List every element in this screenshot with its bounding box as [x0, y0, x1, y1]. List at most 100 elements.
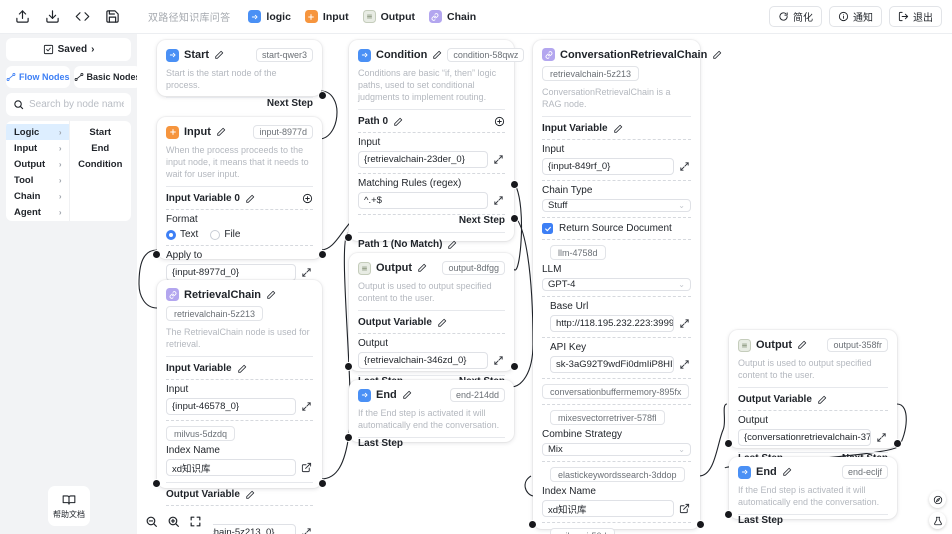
sidebar-category-chain[interactable]: Chain ›	[6, 188, 69, 204]
add-variable-icon[interactable]	[302, 193, 313, 204]
edit-pencil-icon[interactable]	[447, 240, 457, 250]
sidebar-node-condition[interactable]: Condition	[78, 158, 123, 170]
upload-icon[interactable]	[8, 5, 36, 29]
sidebar-category-output[interactable]: Output ›	[6, 156, 69, 172]
next-step-label[interactable]: Next Step	[266, 98, 313, 110]
last-step-label[interactable]: Last Step	[738, 515, 784, 527]
milvus-chip[interactable]: milvus-ir50d	[550, 528, 615, 534]
port-in[interactable]	[344, 233, 353, 242]
input-value-field[interactable]: {input-46578_0}	[166, 398, 296, 416]
format-radio-text[interactable]: Text	[166, 229, 198, 240]
sidebar-node-start[interactable]: Start	[89, 126, 112, 138]
edit-pencil-icon[interactable]	[417, 263, 427, 273]
memory-chip[interactable]: conversationbuffermemory-895fx	[542, 384, 690, 400]
base-url-input[interactable]: http://118.195.232.223:3999	[550, 315, 674, 333]
llm-select[interactable]: GPT-4 ⌄	[542, 278, 691, 292]
zoom-out-icon[interactable]	[144, 514, 159, 529]
expand-icon[interactable]	[301, 267, 313, 278]
open-external-icon[interactable]	[301, 462, 313, 473]
edit-pencil-icon[interactable]	[432, 50, 442, 60]
exit-button[interactable]: 退出	[889, 6, 942, 27]
node-output-right[interactable]: Output output-358fr Output is used to ou…	[724, 330, 902, 464]
edit-pencil-icon[interactable]	[712, 50, 722, 60]
output-value-field[interactable]: {retrievalchain-346zd_0}	[358, 352, 488, 370]
sidebar-category-tool[interactable]: Tool ›	[6, 172, 69, 188]
last-step-label[interactable]: Last Step	[358, 438, 404, 450]
open-external-icon[interactable]	[679, 503, 691, 514]
expand-icon[interactable]	[679, 161, 691, 172]
port-in[interactable]	[724, 439, 733, 448]
format-radio-file[interactable]: File	[210, 229, 240, 240]
tab-flow-nodes[interactable]: Flow Nodes	[6, 66, 70, 88]
chain-type-select[interactable]: Stuff ⌄	[542, 199, 691, 213]
notification-button[interactable]: 通知	[829, 6, 882, 27]
matching-rules-input[interactable]: ^.+$	[358, 192, 488, 210]
edit-pencil-icon[interactable]	[402, 390, 412, 400]
edit-pencil-icon[interactable]	[266, 290, 276, 300]
port-out[interactable]	[318, 250, 327, 259]
tab-basic-nodes[interactable]: Basic Nodes	[73, 66, 141, 88]
es-index-name-input[interactable]: xd知识库	[542, 500, 674, 518]
port-in[interactable]	[528, 520, 537, 529]
node-end-right[interactable]: End end-ecljf If the End step is activat…	[724, 457, 897, 526]
saved-status-button[interactable]: Saved ›	[6, 38, 131, 61]
sidebar-node-end[interactable]: End	[91, 142, 110, 154]
vectorstore-chip[interactable]: milvus-5dzdq	[166, 426, 236, 442]
apply-to-input[interactable]: {input-8977d_0}	[166, 264, 296, 282]
output-value-field[interactable]: {conversationretrievalchain-379	[738, 429, 871, 447]
node-output-middle[interactable]: Output output-8dfgg Output is used to ou…	[344, 253, 519, 387]
download-icon[interactable]	[38, 5, 66, 29]
simplify-button[interactable]: 简化	[769, 6, 822, 27]
combine-strategy-select[interactable]: Mix ⌄	[542, 443, 691, 457]
flow-canvas[interactable]: Start start-qwer3 Start is the start nod…	[137, 34, 952, 534]
port-out[interactable]	[510, 362, 519, 371]
edit-pencil-icon[interactable]	[216, 127, 226, 137]
node-start[interactable]: Start start-qwer3 Start is the start nod…	[157, 40, 327, 109]
port-out-path0[interactable]	[510, 180, 519, 189]
edit-pencil-icon[interactable]	[393, 117, 403, 127]
expand-icon[interactable]	[876, 432, 888, 443]
edit-pencil-icon[interactable]	[245, 490, 255, 500]
input-value-field[interactable]: {input-849rf_0}	[542, 158, 674, 176]
expand-icon[interactable]	[493, 154, 505, 165]
index-name-input[interactable]: xd知识库	[166, 459, 296, 477]
port-out[interactable]	[318, 479, 327, 488]
node-end-middle[interactable]: End end-214dd If the End step is activat…	[344, 380, 514, 449]
retriever-chip[interactable]: mixesvectorretriver-578fl	[550, 410, 665, 426]
help-doc-button[interactable]: 帮助文档	[48, 486, 90, 526]
node-conversationretrievalchain[interactable]: ConversationRetrievalChain retrievalchai…	[528, 40, 722, 534]
expand-icon[interactable]	[679, 318, 691, 329]
edit-pencil-icon[interactable]	[214, 50, 224, 60]
path0-input-field[interactable]: {retrievalchain-23der_0}	[358, 151, 488, 169]
api-key-input[interactable]: sk-3aG92T9wdFi0dmIiP8HIT	[550, 356, 674, 374]
compass-icon[interactable]	[929, 491, 946, 508]
search-input[interactable]	[29, 99, 124, 110]
port-in[interactable]	[152, 250, 161, 259]
sidebar-category-agent[interactable]: Agent ›	[6, 204, 69, 220]
fit-screen-icon[interactable]	[188, 514, 203, 529]
sidebar-category-logic[interactable]: Logic ›	[6, 124, 69, 140]
save-icon[interactable]	[98, 5, 126, 29]
edit-pencil-icon[interactable]	[237, 364, 247, 374]
edit-pencil-icon[interactable]	[437, 318, 447, 328]
edit-pencil-icon[interactable]	[817, 395, 827, 405]
node-search-box[interactable]	[6, 93, 131, 116]
zoom-in-icon[interactable]	[166, 514, 181, 529]
port-out[interactable]	[696, 520, 705, 529]
node-condition[interactable]: Condition condition-58qwz Conditions are…	[344, 40, 525, 285]
code-icon[interactable]	[68, 5, 96, 29]
node-retrievalchain[interactable]: RetrievalChain retrievalchain-5z213 The …	[152, 280, 327, 534]
sidebar-category-input[interactable]: Input ›	[6, 140, 69, 156]
expand-icon[interactable]	[301, 527, 313, 534]
port-in[interactable]	[344, 362, 353, 371]
add-path-icon[interactable]	[494, 116, 505, 127]
expand-icon[interactable]	[301, 401, 313, 412]
flask-icon[interactable]	[929, 512, 946, 529]
expand-icon[interactable]	[493, 195, 505, 206]
edit-pencil-icon[interactable]	[613, 124, 623, 134]
node-input[interactable]: Input input-8977d When the process proce…	[152, 117, 327, 299]
port-out[interactable]	[893, 439, 902, 448]
port-in[interactable]	[724, 510, 733, 519]
edit-pencil-icon[interactable]	[245, 194, 255, 204]
port-in[interactable]	[152, 479, 161, 488]
